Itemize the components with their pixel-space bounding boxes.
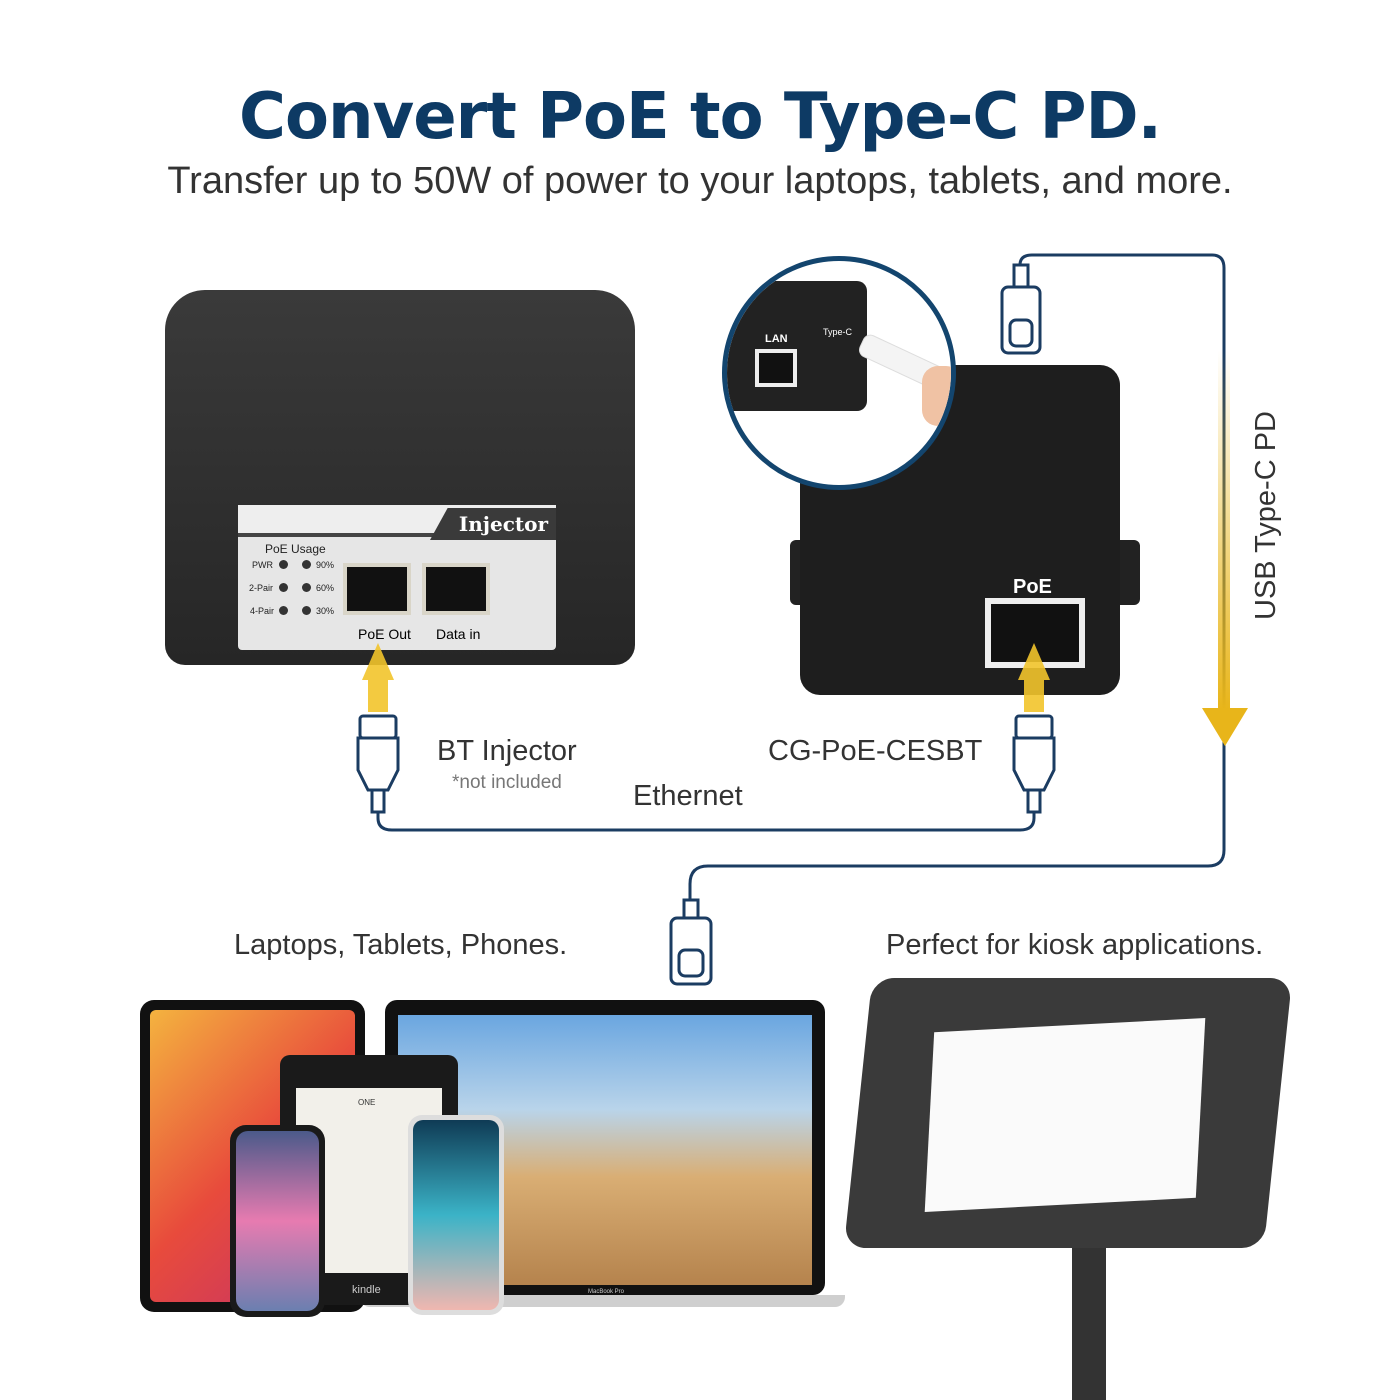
led xyxy=(279,583,288,592)
page-subtitle: Transfer up to 50W of power to your lapt… xyxy=(167,160,1233,202)
kiosk-stand xyxy=(1072,1240,1106,1400)
inset-photo: LAN Type-C xyxy=(722,256,956,490)
usb-c-plug-icon xyxy=(1000,263,1042,355)
data-in-port xyxy=(422,563,490,615)
bt-injector-label: BT Injector xyxy=(437,735,577,767)
model-label: CG-PoE-CESBT xyxy=(768,735,983,767)
usb-cable-line xyxy=(688,253,1226,900)
devices-label: Laptops, Tablets, Phones. xyxy=(234,929,568,961)
usb-type-c-label: USB Type-C PD xyxy=(1250,411,1282,620)
led xyxy=(302,583,311,592)
kiosk-screen xyxy=(924,1018,1206,1212)
usb-arrow-shaft xyxy=(1218,350,1230,710)
ethernet-plug-icon xyxy=(1012,714,1056,814)
led xyxy=(279,606,288,615)
led xyxy=(302,560,311,569)
not-included-note: *not included xyxy=(452,772,562,793)
poe-out-port xyxy=(343,563,411,615)
led xyxy=(302,606,311,615)
poe-usage-label: PoE Usage xyxy=(265,542,326,556)
page-title: Convert PoE to Type-C PD. xyxy=(239,80,1162,154)
poe-port-label: PoE xyxy=(1013,576,1052,598)
arrow-up-icon xyxy=(1018,643,1050,712)
ethernet-label: Ethernet xyxy=(633,780,743,812)
arrow-down-icon xyxy=(1202,708,1248,746)
injector-brand: Injector xyxy=(430,508,556,540)
ethernet-cable-line xyxy=(376,812,1036,832)
kiosk-label: Perfect for kiosk applications. xyxy=(886,929,1264,961)
arrow-up-icon xyxy=(362,643,394,712)
ethernet-plug-icon xyxy=(356,714,400,814)
usb-c-plug-icon xyxy=(669,898,713,986)
led xyxy=(279,560,288,569)
